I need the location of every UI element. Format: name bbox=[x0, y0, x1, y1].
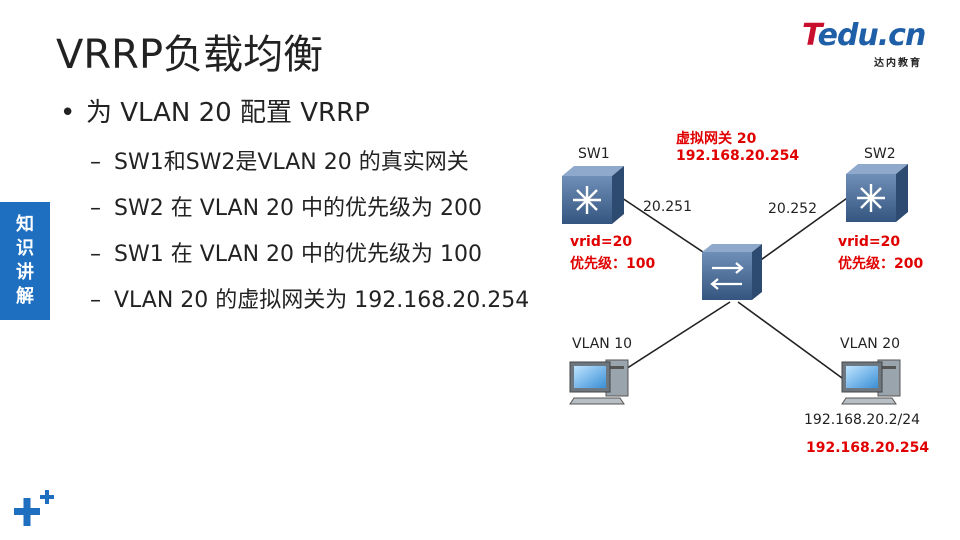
sw2-ip-label: 20.252 bbox=[768, 201, 817, 217]
tedu-logo: Tedu.cn 达内教育 bbox=[802, 18, 942, 70]
sub-bullet: –SW1和SW2是VLAN 20 的真实网关 bbox=[90, 150, 469, 175]
pc-vlan20-ip: 192.168.20.2/24 bbox=[804, 412, 921, 428]
pc-vlan20-icon bbox=[841, 359, 901, 405]
sub-bullet: –VLAN 20 的虚拟网关为 192.168.20.254 bbox=[90, 288, 530, 313]
sw2-label: SW2 bbox=[864, 146, 896, 162]
sub-bullet: –SW1 在 VLAN 20 中的优先级为 100 bbox=[90, 242, 482, 267]
virtual-gateway-title: 虚拟网关 20 bbox=[676, 131, 757, 147]
section-tab-knowledge: 知 识 讲 解 bbox=[0, 202, 50, 320]
logo-brand: Tedu.cn bbox=[802, 18, 926, 53]
sw2-priority: 优先级：200 bbox=[838, 256, 924, 272]
virtual-gateway-ip: 192.168.20.254 bbox=[676, 148, 800, 164]
layer2-switch-icon bbox=[702, 244, 762, 300]
pc-vlan20-gateway: 192.168.20.254 bbox=[806, 440, 930, 456]
sw1-priority: 优先级：100 bbox=[570, 256, 656, 272]
logo-subtitle: 达内教育 bbox=[874, 58, 922, 69]
pc-vlan10-label: VLAN 10 bbox=[572, 336, 633, 352]
sw2-router-icon bbox=[846, 164, 908, 222]
dash-icon: – bbox=[90, 196, 101, 221]
bullet-main: •为 VLAN 20 配置 VRRP bbox=[60, 98, 370, 128]
sw1-label: SW1 bbox=[578, 146, 610, 162]
network-links bbox=[617, 195, 851, 379]
plus-logo-icon bbox=[14, 490, 54, 526]
pc-vlan10-icon bbox=[569, 359, 629, 405]
sw2-vrid: vrid=20 bbox=[838, 234, 901, 250]
page-title: VRRP负载均衡 bbox=[56, 32, 324, 78]
sw1-ip-label: 20.251 bbox=[643, 199, 692, 215]
sw1-router-icon bbox=[562, 166, 624, 224]
bullet-dot-icon: • bbox=[60, 98, 76, 128]
pc-vlan20-label: VLAN 20 bbox=[840, 336, 901, 352]
sw1-vrid: vrid=20 bbox=[570, 234, 633, 250]
sub-bullet: –SW2 在 VLAN 20 中的优先级为 200 bbox=[90, 196, 482, 221]
dash-icon: – bbox=[90, 288, 101, 313]
dash-icon: – bbox=[90, 242, 101, 267]
dash-icon: – bbox=[90, 150, 101, 175]
